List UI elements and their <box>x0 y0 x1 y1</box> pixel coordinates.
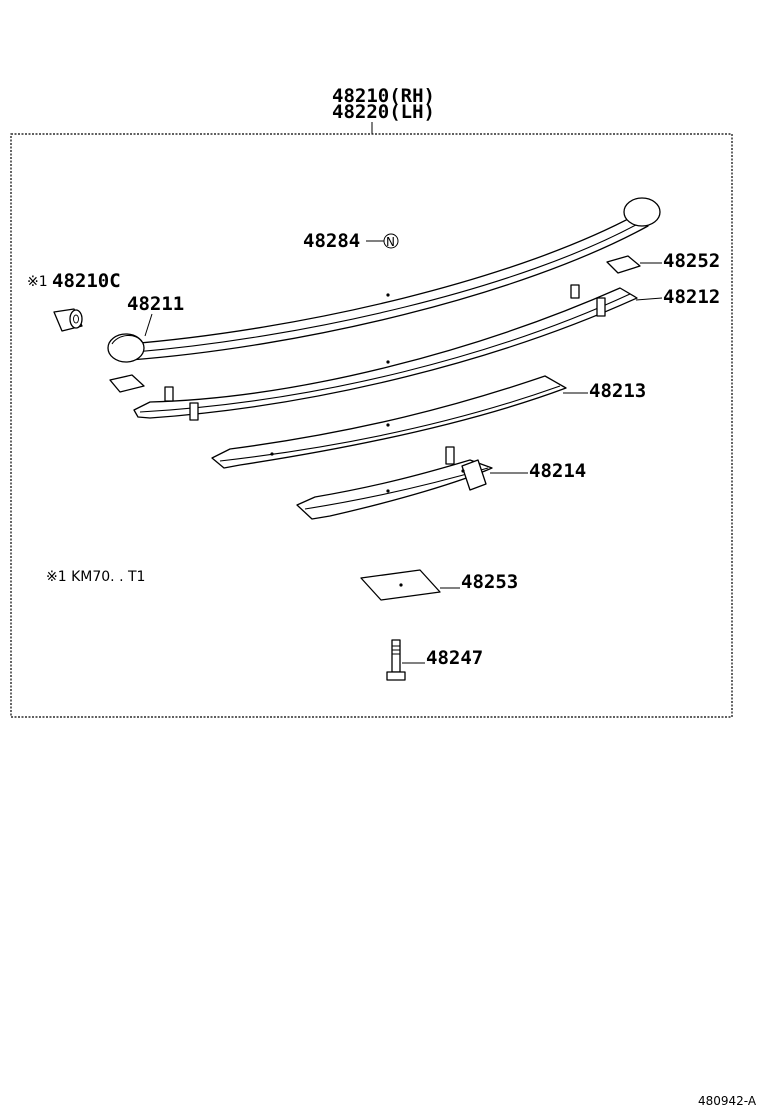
assembly-label-rh: 48210(RH) <box>332 85 435 107</box>
label-48253: 48253 <box>461 571 518 593</box>
nut-symbol-letter: N <box>386 235 395 249</box>
figure-id: 480942-A <box>698 1094 757 1108</box>
leader-48212 <box>635 297 663 301</box>
label-48210c-mark: ※1 <box>27 274 48 290</box>
label-48210c: 48210C <box>52 270 121 292</box>
label-48214: 48214 <box>529 460 586 482</box>
clip-pad-48252-left <box>109 374 145 393</box>
center-bolt-48247 <box>386 639 406 681</box>
label-48252: 48252 <box>663 250 720 272</box>
note-km70: ※1 KM70. . T1 <box>46 569 145 585</box>
clip-pad-48252-right <box>606 255 641 274</box>
bushing-48210c <box>53 308 83 332</box>
main-leaf-48211 <box>107 197 661 363</box>
nut-symbol-icon <box>383 233 399 249</box>
leaf-48212 <box>133 284 638 421</box>
assembly-label-lh: 48220(LH) <box>332 101 435 123</box>
label-48247: 48247 <box>426 647 483 669</box>
plate-48253 <box>360 569 441 601</box>
leaf-48214 <box>296 446 493 520</box>
assembly-frame <box>10 133 733 718</box>
label-48213: 48213 <box>589 380 646 402</box>
label-48211: 48211 <box>127 293 184 315</box>
label-48212: 48212 <box>663 286 720 308</box>
label-48284: 48284 <box>303 230 360 252</box>
leaf-48213 <box>211 375 567 469</box>
leader-48211 <box>144 313 153 337</box>
